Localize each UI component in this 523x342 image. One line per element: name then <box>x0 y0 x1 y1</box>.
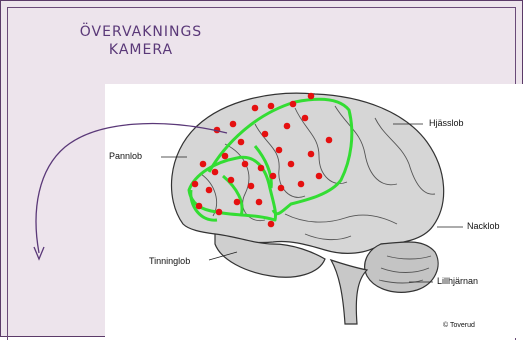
slide: ÖVERVAKNINGS KAMERA <box>0 0 523 337</box>
curved-arrow-icon <box>1 1 523 338</box>
